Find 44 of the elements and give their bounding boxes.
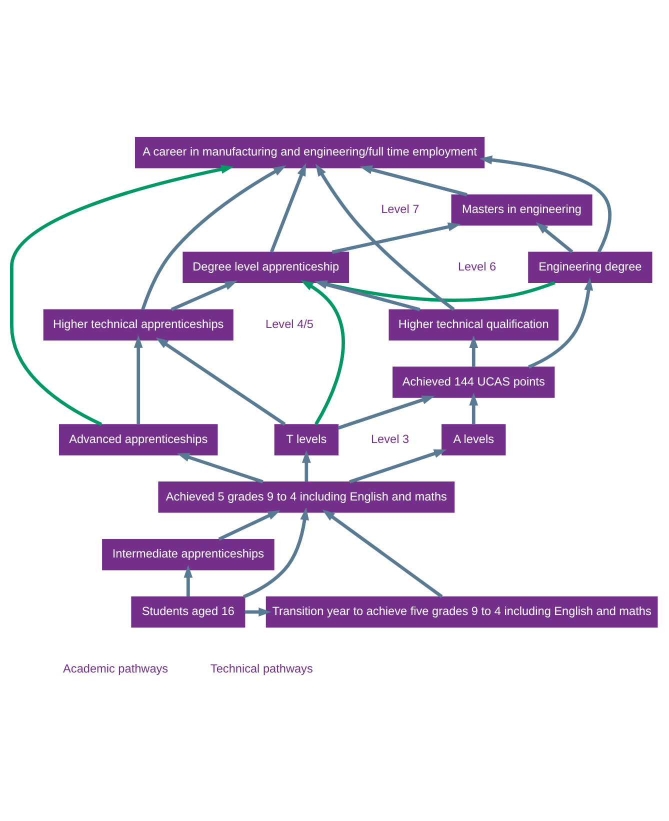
arrow — [244, 607, 272, 616]
label: Technical pathways — [210, 661, 313, 676]
arrow — [156, 336, 286, 426]
arrow — [359, 164, 468, 196]
label: Level 4/5 — [266, 316, 314, 330]
node-box: Achieved 144 UCAS points — [392, 366, 555, 398]
label: Level 6 — [458, 259, 496, 274]
arrow — [134, 334, 143, 424]
node-box: Advanced apprenticeships — [58, 424, 218, 455]
arrow — [170, 280, 238, 311]
node-box: Achieved 5 grades 9 to 4 including English and maths — [158, 481, 455, 512]
node-box: Masters in engineering — [451, 194, 592, 226]
node-box: Higher technical apprenticeships — [43, 308, 234, 340]
arrow — [332, 222, 461, 254]
arrow — [316, 163, 455, 310]
arrow — [302, 450, 311, 482]
node-box: Intermediate apprenticeships — [102, 538, 274, 570]
node-box: Students aged 16 — [131, 596, 246, 628]
node-box: Transition year to achieve five grades 9 to 4 including English and maths — [266, 596, 658, 628]
arrow — [479, 155, 612, 252]
arrow — [338, 395, 435, 430]
node-box: A career in manufacturing and engineering/full time employment — [134, 136, 485, 168]
node-box: Engineering degree — [528, 251, 652, 283]
arrow — [218, 510, 280, 540]
node-box: Higher technical qualification — [388, 308, 558, 340]
arrow — [270, 162, 306, 252]
arrow — [242, 506, 310, 598]
arrow — [176, 452, 264, 483]
arrow — [322, 508, 443, 598]
arrow — [469, 334, 478, 366]
arrow — [314, 280, 420, 311]
arrow — [349, 448, 447, 483]
arrow — [469, 392, 478, 424]
node-box: A levels — [442, 424, 506, 455]
arrow — [536, 222, 574, 253]
node-box: Degree level apprenticeship — [182, 251, 350, 283]
arrow — [528, 277, 594, 368]
label: Level 3 — [370, 431, 410, 446]
node-box: T levels — [274, 424, 339, 455]
label: Level 7 — [381, 202, 420, 216]
label: Academic pathways — [63, 661, 168, 676]
arrow — [300, 280, 345, 425]
arrow — [184, 564, 193, 596]
arrow — [141, 164, 286, 310]
